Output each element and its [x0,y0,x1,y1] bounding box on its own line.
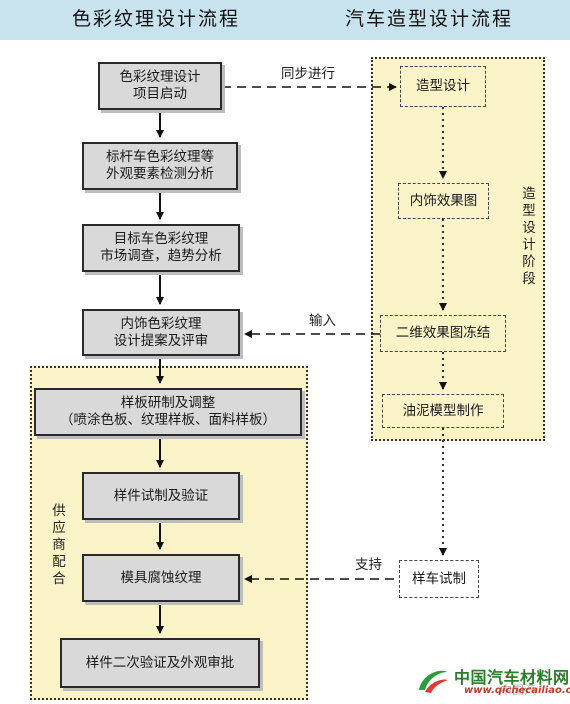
watermark-url: www.qichecailiao.com [464,685,570,696]
input-label: 输入 [309,313,336,329]
flow-box-benchmark-analysis: 标杆车色彩纹理等 外观要素检测分析 [82,142,238,190]
styling-phase-zone [371,57,545,441]
styling-box-2d-freeze: 二维效果图冻结 [380,315,506,352]
styling-flow-title: 汽车造型设计流程 [345,8,514,30]
watermark: 中国汽车材料网 www.qichecailiao.com [412,660,570,704]
color-flow-title: 色彩纹理设计流程 [72,8,241,30]
watermark-name: 中国汽车材料网 [454,668,570,687]
brand-logo-icon [419,670,448,693]
flow-box-design-proposal: 内饰色彩纹理 设计提案及评审 [82,309,240,356]
support-label: 支持 [355,557,382,573]
flow-box-trial-verification: 样件试制及验证 [82,472,240,520]
watermark-faint-text: 中国汽 [500,683,537,697]
flow-box-mold-texture: 模具腐蚀纹理 [82,554,240,602]
styling-box-design: 造型设计 [400,66,486,107]
styling-box-interior-rendering: 内饰效果图 [398,183,489,219]
supplier-label: 供应商配合 [52,503,66,587]
prototype-box: 样车试制 [399,560,479,598]
styling-box-clay-model: 油泥模型制作 [382,394,504,428]
flow-box-final-approval: 样件二次验证及外观审批 [60,638,260,688]
flow-box-market-research: 目标车色彩纹理 市场调查，趋势分析 [82,224,240,272]
flow-box-sample-development: 样板研制及调整 （喷涂色板、纹理样板、面料样板） [34,388,302,436]
styling-phase-label: 造型设计阶段 [522,186,536,287]
flow-box-project-start: 色彩纹理设计 项目启动 [98,62,222,110]
header-bar: 色彩纹理设计流程 汽车造型设计流程 [0,0,570,40]
sync-label: 同步进行 [281,66,335,82]
